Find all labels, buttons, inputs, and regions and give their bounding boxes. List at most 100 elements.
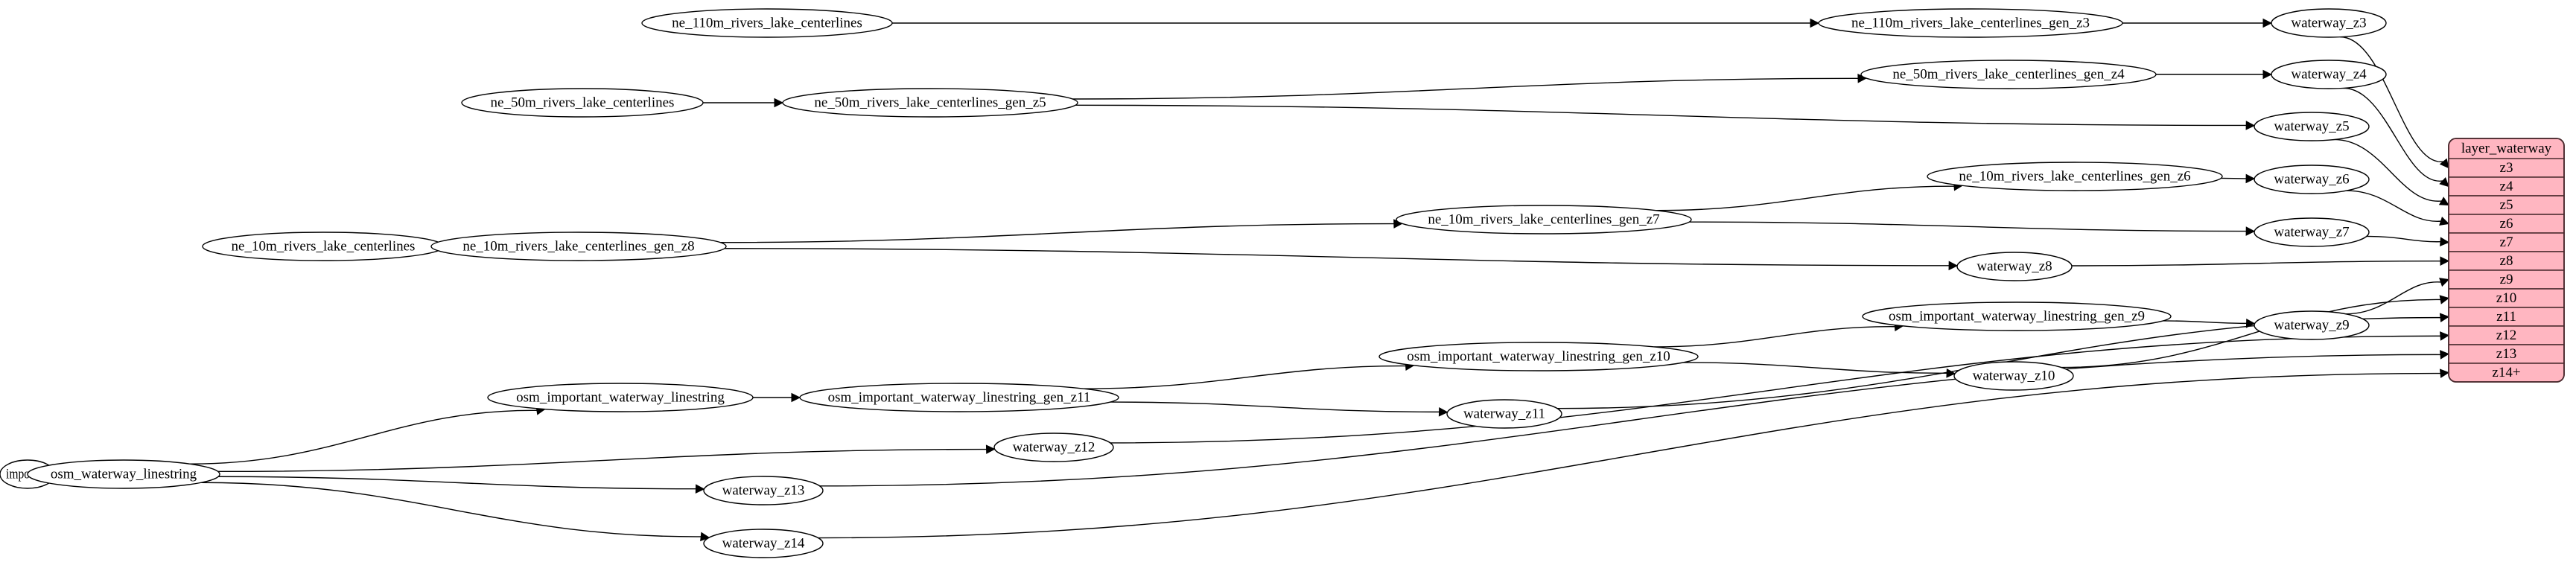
record-row-z9[interactable]	[2449, 269, 2564, 290]
record-row-z14+[interactable]	[2449, 363, 2564, 382]
edge-ne_110m_rivers_lake_centerlines_gen_z3--to--waterway_z3	[2122, 18, 2273, 28]
edge-osm_important_waterway_linestring_gen_z10--to--waterway_z10	[1683, 362, 1956, 378]
node-ellipse	[799, 383, 1119, 412]
edge-osm_important_waterway_linestring_gen_z11--to--waterway_z11	[1110, 401, 1448, 417]
record-row-z10[interactable]	[2449, 288, 2564, 308]
node-ellipse	[703, 529, 824, 558]
arrow-head-icon	[2440, 331, 2450, 341]
node-waterway_z6[interactable]: waterway_z6	[2254, 165, 2370, 194]
node-ne_50m_rivers_lake_centerlines_gen_z5[interactable]: ne_50m_rivers_lake_centerlines_gen_z5	[782, 88, 1078, 118]
edge-ne_10m_rivers_lake_centerlines_gen_z8--to--ne_10m_rivers_lake_centerlines_gen_z7	[720, 219, 1403, 243]
edge-osm_important_waterway_linestring_gen_z11--to--osm_important_waterway_linestring_gen_z10	[1084, 361, 1415, 389]
edge-osm_important_waterway_linestring--to--osm_important_waterway_linestring_gen_z11	[753, 392, 801, 403]
edge-ne_110m_rivers_lake_centerlines--to--ne_110m_rivers_lake_centerlines_gen_z3	[892, 18, 1820, 28]
arrow-head-icon	[1438, 407, 1448, 417]
edge-waterway_z13--to--layer_waterway:z13	[819, 350, 2450, 487]
node-ellipse	[1953, 361, 2074, 391]
node-waterway_z14[interactable]: waterway_z14	[703, 529, 824, 558]
arrow-head-icon	[1948, 261, 1959, 271]
edge-waterway_z5--to--layer_waterway:z5	[2334, 138, 2449, 206]
record-row-z5[interactable]	[2449, 195, 2564, 215]
edge-line	[2061, 299, 2441, 368]
node-waterway_z3[interactable]: waterway_z3	[2271, 8, 2387, 38]
record-row-z6[interactable]	[2449, 214, 2564, 234]
node-ellipse	[27, 459, 220, 489]
node-waterway_z12[interactable]: waterway_z12	[993, 433, 1114, 462]
edge-line	[2345, 281, 2441, 315]
node-waterway_z10[interactable]: waterway_z10	[1953, 361, 2074, 391]
node-waterway_z11[interactable]: waterway_z11	[1446, 399, 1562, 429]
edge-ne_50m_rivers_lake_centerlines--to--ne_50m_rivers_lake_centerlines_gen_z5	[703, 98, 784, 108]
record-node-layer-waterway[interactable]: layer_waterwayz3z4z5z6z7z8z9z10z11z12z13…	[2448, 138, 2565, 383]
nodes-layer: imposm3osm_waterway_linestringne_110m_ri…	[0, 8, 2387, 558]
edge-ne_50m_rivers_lake_centerlines_gen_z5--to--waterway_z5	[1075, 104, 2256, 130]
record-row-z3[interactable]	[2449, 158, 2564, 178]
node-ne_50m_rivers_lake_centerlines[interactable]: ne_50m_rivers_lake_centerlines	[461, 88, 704, 118]
arrow-head-icon	[2440, 350, 2450, 360]
record-row-z12[interactable]	[2449, 325, 2564, 345]
node-ellipse	[461, 88, 704, 118]
edge-line	[1683, 362, 1947, 374]
arrow-head-icon	[2440, 256, 2450, 266]
node-ellipse	[1860, 60, 2157, 89]
record-row-z8[interactable]	[2449, 251, 2564, 271]
record-row-z13[interactable]	[2449, 344, 2564, 364]
arrow-head-icon	[2440, 237, 2450, 246]
node-ellipse	[1956, 252, 2073, 281]
node-waterway_z13[interactable]: waterway_z13	[703, 476, 824, 505]
edge-line	[1110, 335, 2441, 444]
node-ellipse	[202, 232, 445, 261]
node-ne_10m_rivers_lake_centerlines_gen_z6[interactable]: ne_10m_rivers_lake_centerlines_gen_z6	[1927, 162, 2223, 191]
node-ellipse	[2271, 60, 2387, 89]
node-ellipse	[2254, 310, 2370, 340]
arrow-head-icon	[695, 484, 705, 494]
edge-line	[200, 482, 702, 537]
node-ne_10m_rivers_lake_centerlines[interactable]: ne_10m_rivers_lake_centerlines	[202, 232, 445, 261]
node-ne_10m_rivers_lake_centerlines_gen_z7[interactable]: ne_10m_rivers_lake_centerlines_gen_z7	[1396, 205, 1692, 234]
record-row-z4[interactable]	[2449, 176, 2564, 197]
node-ne_50m_rivers_lake_centerlines_gen_z4[interactable]: ne_50m_rivers_lake_centerlines_gen_z4	[1860, 60, 2157, 89]
edge-ne_10m_rivers_lake_centerlines_gen_z6--to--waterway_z6	[2221, 173, 2256, 184]
edge-waterway_z4--to--layer_waterway:z4	[2343, 87, 2449, 188]
record-node-layer: layer_waterwayz3z4z5z6z7z8z9z10z11z12z13…	[2448, 138, 2565, 383]
edge-osm_waterway_linestring--to--osm_important_waterway_linestring	[190, 406, 546, 465]
node-ellipse	[1818, 8, 2123, 38]
node-waterway_z4[interactable]: waterway_z4	[2271, 60, 2387, 89]
node-waterway_z9[interactable]: waterway_z9	[2254, 310, 2370, 340]
edge-line	[1084, 365, 1406, 389]
edge-line	[724, 248, 1950, 267]
node-waterway_z7[interactable]: waterway_z7	[2254, 217, 2370, 247]
arrow-head-icon	[2439, 177, 2449, 188]
arrow-head-icon	[774, 98, 784, 108]
node-ne_10m_rivers_lake_centerlines_gen_z8[interactable]: ne_10m_rivers_lake_centerlines_gen_z8	[430, 232, 727, 261]
node-ellipse	[1862, 301, 2172, 331]
node-osm_important_waterway_linestring_gen_z9[interactable]: osm_important_waterway_linestring_gen_z9	[1862, 301, 2172, 331]
edge-osm_waterway_linestring--to--waterway_z12	[217, 444, 996, 473]
node-ne_110m_rivers_lake_centerlines[interactable]: ne_110m_rivers_lake_centerlines	[641, 8, 893, 38]
node-osm_important_waterway_linestring_gen_z11[interactable]: osm_important_waterway_linestring_gen_z1…	[799, 383, 1119, 412]
record-row-z7[interactable]	[2449, 232, 2564, 252]
edge-line	[1656, 185, 1955, 211]
edge-line	[2071, 260, 2441, 267]
arrow-head-icon	[1810, 18, 1820, 28]
node-osm_important_waterway_linestring[interactable]: osm_important_waterway_linestring	[487, 383, 754, 412]
edge-ne_50m_rivers_lake_centerlines_gen_z5--to--ne_50m_rivers_lake_centerlines_gen_z4	[1072, 74, 1868, 100]
edge-waterway_z9--to--layer_waterway:z9	[2345, 278, 2450, 315]
arrow-head-icon	[2262, 69, 2273, 80]
edge-ne_50m_rivers_lake_centerlines_gen_z4--to--waterway_z4	[2156, 69, 2273, 80]
node-ellipse	[993, 433, 1114, 462]
node-ellipse	[1446, 399, 1562, 429]
node-osm_important_waterway_linestring_gen_z10[interactable]: osm_important_waterway_linestring_gen_z1…	[1378, 342, 1699, 371]
node-ellipse	[782, 88, 1078, 118]
node-waterway_z8[interactable]: waterway_z8	[1956, 252, 2073, 281]
node-ellipse	[2271, 8, 2387, 38]
edge-osm_important_waterway_linestring_gen_z9--to--waterway_z9	[2163, 319, 2256, 328]
node-ne_110m_rivers_lake_centerlines_gen_z3[interactable]: ne_110m_rivers_lake_centerlines_gen_z3	[1818, 8, 2123, 38]
node-ellipse	[487, 383, 754, 412]
record-row-z11[interactable]	[2449, 307, 2564, 327]
node-waterway_z5[interactable]: waterway_z5	[2254, 112, 2370, 141]
node-osm_waterway_linestring[interactable]: osm_waterway_linestring	[27, 459, 220, 489]
edge-line	[2163, 320, 2247, 325]
